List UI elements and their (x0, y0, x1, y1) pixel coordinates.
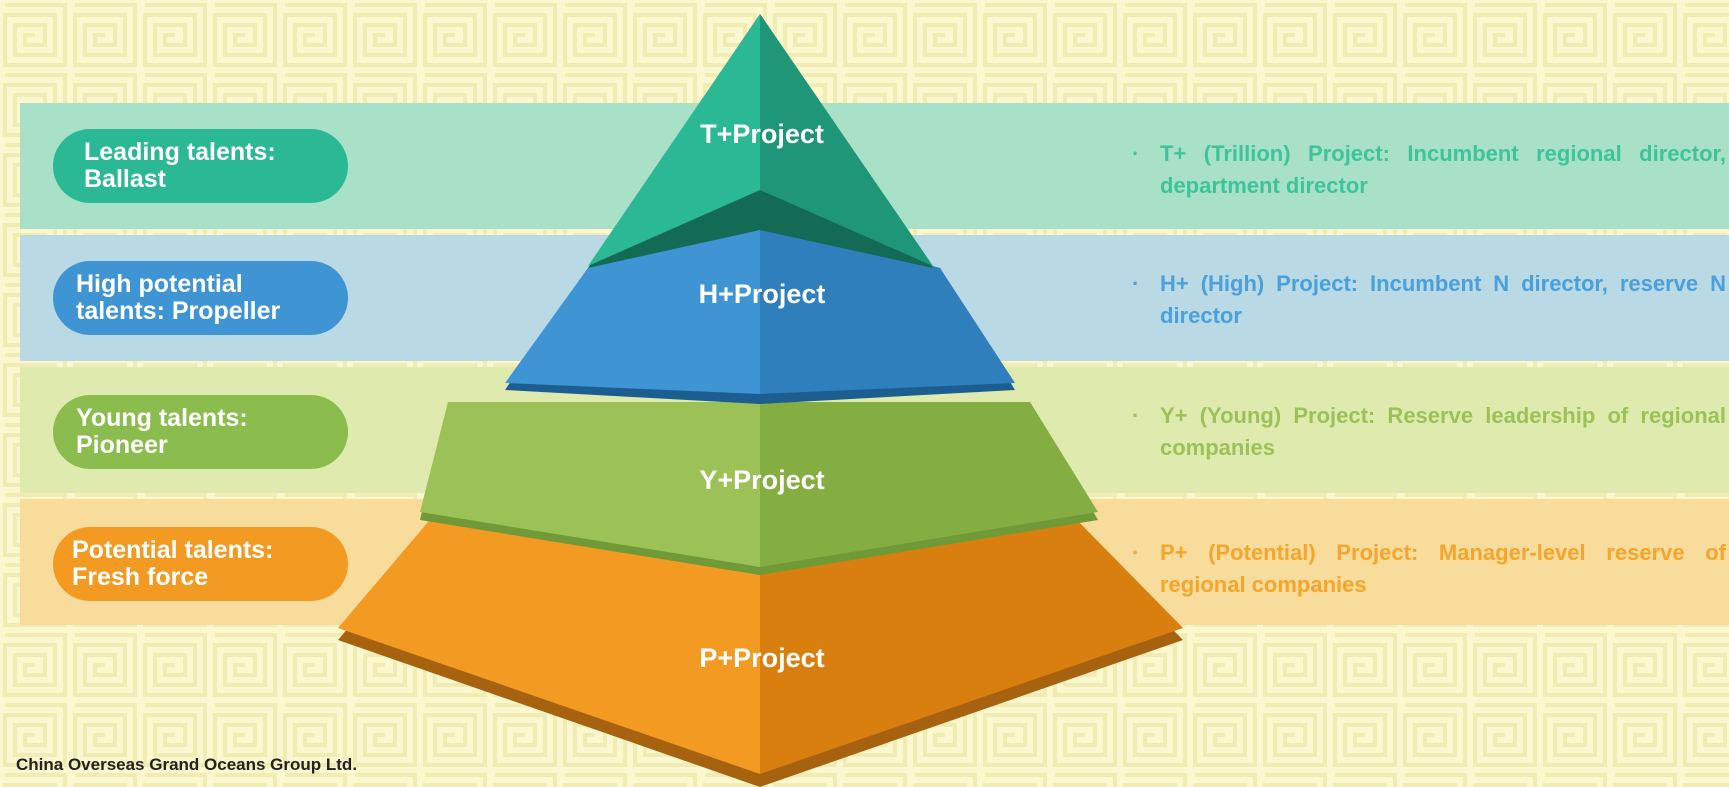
pill-line-2: Ballast (84, 165, 166, 193)
h-project-tier: H+Project (505, 218, 1015, 404)
bullet: · (1132, 271, 1140, 296)
young-talents-pill: Young talents: Pioneer (53, 395, 348, 469)
pill-line-2: Fresh force (72, 563, 209, 591)
pill-line-1: Potential talents: (72, 536, 274, 564)
description-text: H+ (High) Project: Incumbent N director,… (1160, 271, 1726, 328)
h-project-description: · H+ (High) Project: Incumbent N directo… (1132, 268, 1726, 332)
pill-line-1: Young talents: (76, 404, 248, 432)
pill-line-1: High potential (76, 270, 243, 298)
leading-talents-pill: Leading talents: Ballast (53, 129, 348, 203)
p-project-label: P+Project (699, 643, 824, 673)
high-potential-talents-pill: High potential talents: Propeller (53, 261, 348, 335)
h-project-label: H+Project (699, 279, 826, 309)
description-text: T+ (Trillion) Project: Incumbent regiona… (1160, 141, 1726, 198)
pill-line-1: Leading talents: (84, 138, 276, 166)
bullet: · (1132, 403, 1140, 428)
t-project-description: · T+ (Trillion) Project: Incumbent regio… (1132, 138, 1726, 202)
y-project-description: · Y+ (Young) Project: Reserve leadership… (1132, 400, 1726, 464)
t-project-label: T+Project (700, 119, 824, 149)
p-project-tier: P+Project (338, 515, 1183, 787)
t-project-tier: T+Project (588, 14, 933, 268)
pill-line-2: Pioneer (76, 431, 168, 459)
bullet: · (1132, 141, 1140, 166)
p-project-description: · P+ (Potential) Project: Manager-level … (1132, 537, 1726, 601)
bullet: · (1132, 540, 1140, 565)
y-project-tier: Y+Project (420, 402, 1098, 575)
company-name: China Overseas Grand Oceans Group Ltd. (16, 755, 358, 774)
y-project-label: Y+Project (699, 465, 824, 495)
description-text: P+ (Potential) Project: Manager-level re… (1160, 540, 1726, 597)
description-text: Y+ (Young) Project: Reserve leadership o… (1160, 403, 1726, 460)
potential-talents-pill: Potential talents: Fresh force (53, 527, 348, 601)
pill-line-2: talents: Propeller (76, 297, 281, 325)
